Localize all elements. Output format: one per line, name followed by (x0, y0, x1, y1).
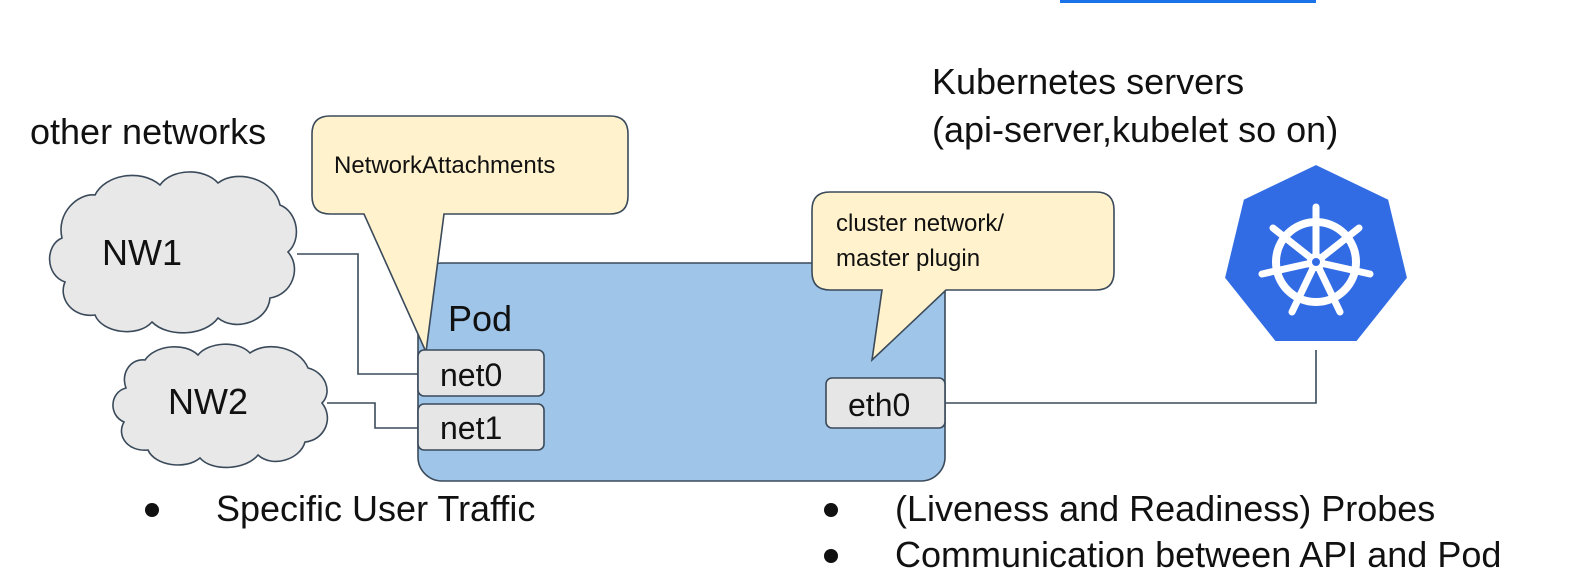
nw2-label: NW2 (168, 381, 248, 422)
eth0-interface (825, 377, 946, 429)
bullet-specific-user-traffic: Specific User Traffic (216, 488, 536, 529)
cloud-nw2 (112, 343, 329, 469)
connector-lines (297, 253, 1317, 429)
net0-interface (417, 349, 545, 397)
cluster-network-line2: master plugin (836, 245, 981, 272)
k8s-title-line2: (api-server,kubelet so on) (932, 109, 1339, 150)
bullet-dot (145, 503, 159, 517)
connector-nw2-net1 (327, 402, 420, 429)
cloud-nw1 (48, 171, 298, 334)
network-attachments-label: NetworkAttachments (334, 152, 556, 179)
callout-network-attachments (311, 115, 629, 355)
pod-label: Pod (448, 298, 513, 339)
bullet-dot (824, 503, 838, 517)
connector-eth0-k8s (945, 350, 1317, 404)
connector-nw1-net0 (297, 253, 420, 375)
other-networks-label: other networks (30, 111, 267, 152)
bullet-dot (824, 549, 838, 563)
net0-label: net0 (440, 357, 503, 393)
kubernetes-helm-wheel-icon (1222, 162, 1410, 343)
net1-label: net1 (440, 410, 503, 446)
cluster-network-line1: cluster network/ (836, 210, 1005, 237)
k8s-title-line1: Kubernetes servers (932, 61, 1245, 102)
callout-cluster-network (811, 191, 1115, 363)
eth0-label: eth0 (848, 387, 911, 423)
nw1-label: NW1 (102, 232, 182, 273)
bullet-api-communication: Communication between API and Pod (895, 534, 1502, 575)
net1-interface (417, 403, 545, 451)
bullet-probes: (Liveness and Readiness) Probes (895, 488, 1436, 529)
